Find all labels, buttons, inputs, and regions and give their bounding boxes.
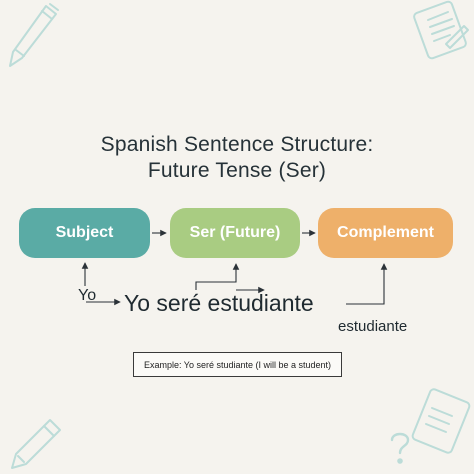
complement-box: Complement: [318, 208, 453, 258]
example-text: Example: Yo seré studiante (I will be a …: [143, 359, 332, 370]
notepad-icon: [411, 388, 471, 454]
pen-icon: [9, 3, 59, 67]
estudiante-label: estudiante: [338, 318, 408, 335]
arrow-sentence-to-ser: [195, 263, 240, 290]
example-box: Example: Yo seré studiante (I will be a …: [133, 352, 342, 377]
notepad-icon: [413, 0, 469, 60]
question-mark-icon: [390, 432, 410, 464]
ser-future-box: Ser (Future): [170, 208, 300, 258]
title-line-2: Future Tense (Ser): [147, 159, 327, 182]
yo-label: Yo: [78, 287, 97, 304]
arrow-estudiante-to-complement: [346, 263, 388, 305]
example-sentence: Yo seré estudiante: [124, 290, 314, 316]
pencil-icon: [11, 419, 61, 469]
title-line-1: Spanish Sentence Structure:: [100, 133, 374, 156]
subject-box: Subject: [19, 208, 150, 258]
diagram-title: Spanish Sentence Structure: Future Tense…: [0, 132, 474, 184]
